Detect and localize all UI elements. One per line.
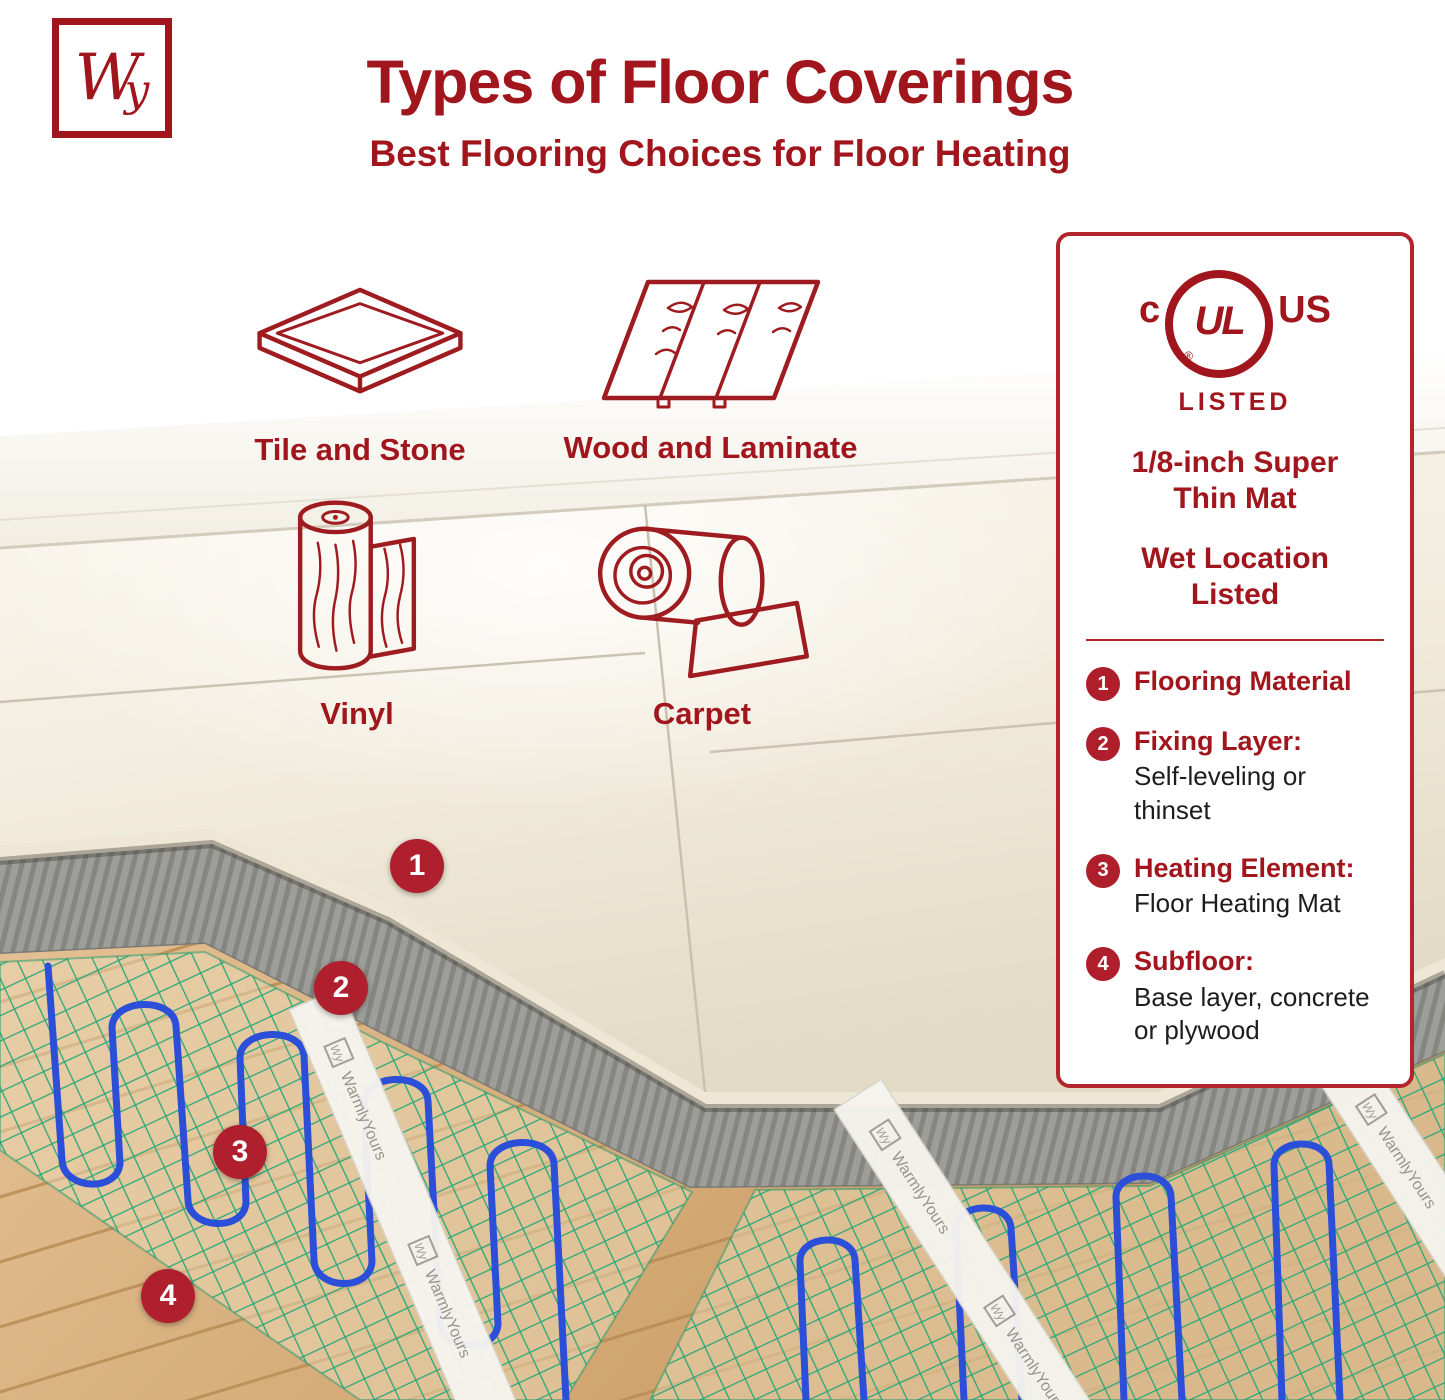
layer-number-badge: 1 <box>1086 667 1120 701</box>
layer-title: Flooring Material <box>1134 666 1352 696</box>
tile-icon <box>257 287 463 394</box>
mat-tape-strip: Wy WarmlyYours Wy WarmlyYours <box>833 1078 1111 1400</box>
covering-wood-and-laminate: Wood and Laminate <box>558 276 863 466</box>
layer-title: Heating Element: <box>1134 852 1355 883</box>
ul-circle: UL ® <box>1165 270 1274 378</box>
layer-number-badge: 4 <box>1086 947 1120 982</box>
layer-number-badge: 3 <box>1086 853 1120 888</box>
layer-item-subfloor: 4 Subfloor: Base layer, concrete or plyw… <box>1086 945 1388 1048</box>
feature-wet-location: Wet Location Listed <box>1141 542 1329 611</box>
layer-item-flooring: 1 Flooring Material <box>1086 665 1388 701</box>
diagram-marker-1: 1 <box>390 839 444 893</box>
mat-tape-strip: Wy WarmlyYours Wy WarmlyYours <box>288 986 528 1400</box>
spec-panel: c UL ® US LISTED 1/8-inch Super Thin Mat… <box>1056 232 1414 1088</box>
tape-logo-text: Wy <box>327 1043 347 1065</box>
covering-vinyl: Vinyl <box>237 486 477 732</box>
marker-number: 1 <box>408 849 426 882</box>
layer-item-fixing: 2 Fixing Layer: Self-leveling or thinset <box>1086 725 1388 828</box>
covering-tile-and-stone: Tile and Stone <box>215 282 505 468</box>
diagram-marker-2: 2 <box>314 961 368 1015</box>
layer-description: Base layer, concrete or plywood <box>1134 981 1370 1046</box>
panel-divider <box>1086 639 1384 641</box>
diagram-marker-4: 4 <box>141 1269 195 1323</box>
heating-mat-layer <box>0 950 1445 1400</box>
layer-title: Subfloor: <box>1134 946 1254 977</box>
carpet-icon <box>597 526 810 679</box>
feature-thin-mat: 1/8-inch Super Thin Mat <box>1131 446 1339 515</box>
marker-number: 4 <box>159 1279 177 1312</box>
ul-listed-label: LISTED <box>1178 388 1292 416</box>
heating-cable <box>44 962 1344 1400</box>
layer-description: Floor Heating Mat <box>1134 888 1341 919</box>
brand-logo: W y <box>52 18 172 138</box>
ul-c-label: c <box>1139 288 1161 331</box>
layer-description: Self-leveling or thinset <box>1134 761 1306 826</box>
marker-number: 2 <box>332 971 350 1004</box>
covering-label: Wood and Laminate <box>563 430 858 465</box>
covering-label: Carpet <box>652 696 752 731</box>
layer-title: Fixing Layer: <box>1134 726 1303 756</box>
tape-logo-text: Wy <box>411 1241 431 1263</box>
layer-item-heating-element: 3 Heating Element: Floor Heating Mat <box>1086 852 1388 921</box>
wood-icon <box>601 279 820 409</box>
covering-label: Tile and Stone <box>254 432 466 467</box>
brand-logo-letter-w: W <box>74 41 141 115</box>
ul-registered-symbol: ® <box>1184 349 1194 363</box>
ul-certification-mark: c UL ® US LISTED <box>1082 270 1388 417</box>
brand-logo-letter-y: y <box>124 65 150 116</box>
covering-label: Vinyl <box>320 696 394 731</box>
diagram-marker-3: 3 <box>213 1125 267 1179</box>
vinyl-icon <box>297 500 417 671</box>
page-title: Types of Floor Coverings <box>366 47 1075 116</box>
ul-us-label: US <box>1278 288 1331 331</box>
layer-number-badge: 2 <box>1086 727 1120 761</box>
layer-list: 1 Flooring Material 2 Fixing Layer: Self… <box>1086 665 1388 1048</box>
marker-number: 3 <box>231 1135 249 1168</box>
covering-carpet: Carpet <box>572 508 832 732</box>
page-subtitle: Best Flooring Choices for Floor Heating <box>369 132 1071 174</box>
ul-letters: UL <box>1194 298 1246 343</box>
